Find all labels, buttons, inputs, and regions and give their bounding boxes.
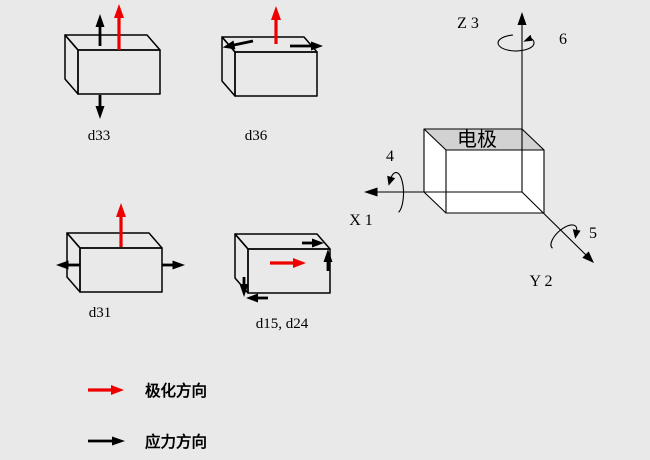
- box-left-face: [64, 34, 79, 95]
- x-axis-arrow-head: [364, 187, 378, 197]
- legend-polarization-label: 极化方向: [145, 381, 207, 400]
- rotation-arc-y-head: [572, 229, 581, 239]
- z-axis-arrow-head: [517, 12, 527, 25]
- shear-arrow-bottom-left-head: [246, 293, 258, 303]
- rotation-arc-x: [389, 172, 405, 213]
- box-front-face: [79, 247, 163, 293]
- d15-d24-diagram: d15, d24: [234, 233, 333, 332]
- box-front-face: [234, 51, 318, 97]
- polarization-arrow-head: [271, 6, 281, 20]
- box-front-face: [247, 248, 331, 294]
- rotation-arc-z-head: [523, 34, 533, 42]
- electrode-front-face: [446, 150, 544, 213]
- electrode-label: 电极: [457, 128, 497, 151]
- mode-label-d31: d31: [89, 305, 112, 321]
- stress-arrow-up-head: [95, 14, 105, 27]
- box-3d: [234, 233, 331, 294]
- d36-diagram: d36: [221, 6, 323, 144]
- d33-diagram: d33: [64, 4, 161, 144]
- rotation-label-4: 4: [386, 148, 394, 165]
- box-3d: [66, 232, 163, 293]
- y-axis: [521, 191, 587, 256]
- electrode-box: [423, 128, 545, 214]
- legend-stress-label: 应力方向: [145, 432, 207, 451]
- rotation-arc-x-head: [387, 175, 396, 186]
- polarization-arrow-head: [114, 4, 124, 18]
- box-3d: [64, 34, 161, 95]
- shear-arrow-right-up-head: [323, 249, 333, 262]
- rotation-arc-y: [550, 224, 578, 249]
- mode-label-d36: d36: [245, 128, 268, 144]
- box-front-face: [77, 49, 161, 95]
- stress-arrow-left-head: [56, 260, 69, 270]
- legend: 极化方向 应力方向: [88, 381, 207, 451]
- box-top-face: [66, 232, 163, 249]
- stress-arrow-left: [222, 39, 254, 50]
- mode-label-d15-d24: d15, d24: [256, 316, 309, 332]
- box-left-face: [66, 232, 81, 293]
- d31-diagram: d31: [56, 203, 185, 321]
- mode-label-d33: d33: [88, 128, 111, 144]
- box-top-face: [64, 34, 161, 51]
- rotation-arc-z: [497, 34, 535, 52]
- electrode-top-face: [424, 129, 544, 150]
- electrode-hidden-edges: [423, 129, 523, 214]
- axis-label-y: Y 2: [530, 273, 553, 290]
- polarization-arrow-head: [293, 258, 306, 268]
- axis-label-z: Z 3: [457, 15, 479, 32]
- axes-diagram: Z 3 6 4 X 1 5 Y 2 电极: [349, 12, 597, 290]
- shear-arrow-top-right-head: [312, 238, 324, 248]
- stress-arrow-right-head: [311, 41, 323, 51]
- rotation-label-5: 5: [589, 225, 597, 242]
- legend-polarization-arrow-head: [111, 385, 124, 395]
- stress-arrow-down-head: [95, 106, 105, 119]
- polarization-arrow-head: [116, 203, 126, 217]
- stress-arrow-right-head: [172, 260, 185, 270]
- shear-arrow-left-down-head: [239, 284, 249, 297]
- y-axis-arrow-head: [582, 251, 594, 263]
- rotation-label-6: 6: [559, 31, 567, 48]
- axis-label-x: X 1: [349, 212, 373, 229]
- legend-stress-arrow-head: [112, 436, 125, 446]
